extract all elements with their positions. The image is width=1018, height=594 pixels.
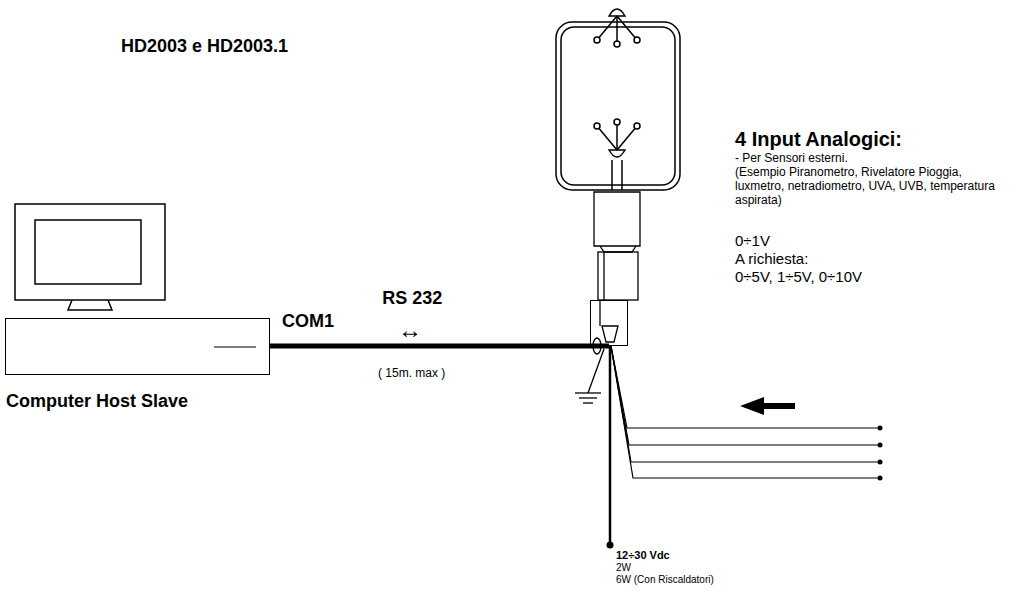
- power-wire-part: [609, 346, 612, 545]
- ground-symbol: [575, 349, 604, 403]
- analog-input-wires-part: [611, 346, 880, 445]
- note-text: (Esempio Piranometro, Rivelatore Pioggia…: [735, 166, 1011, 207]
- cable-gland-part: [602, 326, 618, 342]
- computer-monitor: [15, 204, 165, 310]
- sensor-head: [556, 9, 680, 190]
- section-heading: 4 Input Analogici:: [735, 128, 902, 151]
- interface-name: RS 232: [382, 288, 442, 309]
- sensor-head-part: [616, 122, 618, 150]
- cable-gland-part: [599, 300, 600, 326]
- radiation-shield-part: [603, 252, 604, 300]
- computer-monitor-part: [35, 220, 141, 284]
- sensor-head-part: [597, 16, 617, 40]
- sensor-head-part: [634, 37, 640, 43]
- signal-range: 0÷5V, 1÷5V, 0÷10V: [735, 268, 862, 285]
- sensor-head-part: [617, 126, 637, 150]
- radiation-shield-part: [600, 246, 636, 252]
- radiation-shield: [594, 192, 640, 300]
- analog-input-wires: [611, 346, 880, 478]
- port-name: COM1: [282, 311, 334, 332]
- analog-input-wires-part: [611, 346, 880, 462]
- sensor-head-part: [609, 150, 625, 157]
- sensor-head-part: [556, 22, 680, 190]
- node-title: HD2003 e HD2003.1: [121, 36, 288, 57]
- sensor-head-part: [634, 123, 640, 129]
- signal-range: 0÷1V: [735, 232, 770, 249]
- sensor-housing: HD2003 e HD2003.1: [590, 300, 628, 346]
- sensor-head-part: [594, 123, 600, 129]
- note-text: A richiesta:: [735, 250, 808, 267]
- sensor-head-part: [621, 160, 623, 190]
- power-rating: 6W (Con Riscaldatori): [616, 574, 714, 586]
- wire-terminal: [878, 426, 883, 481]
- drive-slot-part: [214, 346, 256, 347]
- power-rating: 2W: [616, 562, 631, 574]
- computer-case: Computer Host Slave: [5, 318, 270, 375]
- wire-terminal-part: [878, 443, 883, 448]
- power-wire-part: [607, 542, 614, 549]
- sensor-head-part: [614, 119, 620, 125]
- computer-monitor-part: [15, 204, 165, 300]
- wire-terminal-part: [878, 426, 883, 431]
- sensor-head-part: [617, 16, 637, 40]
- radiation-shield-part: [598, 252, 638, 300]
- sensor-head-part: [594, 37, 600, 43]
- drive-slot: [214, 346, 256, 347]
- node-title: Computer Host Slave: [6, 391, 188, 412]
- note-text: - Per Sensori esterni.: [735, 152, 848, 166]
- sensor-head-part: [616, 16, 618, 44]
- length-note: ( 15m. max ): [378, 367, 445, 381]
- cable: [270, 344, 609, 349]
- input-arrow-part: [740, 397, 795, 415]
- power-wire: [607, 346, 614, 549]
- ground-symbol-part: [575, 392, 601, 393]
- wire-terminal-part: [878, 476, 883, 481]
- input-arrow: [740, 397, 795, 415]
- wire-terminal-part: [878, 460, 883, 465]
- supply-voltage: 12÷30 Vdc: [616, 549, 670, 562]
- sensor-head-part: [597, 126, 617, 150]
- sensor-head-part: [609, 9, 625, 16]
- radiation-shield-part: [594, 192, 640, 246]
- sensor-head-part: [611, 160, 613, 190]
- ground-symbol-part: [583, 402, 593, 403]
- direction-symbol: ↔: [398, 316, 422, 344]
- sensor-head-part: [561, 27, 675, 185]
- sensor-head-part: [614, 41, 620, 47]
- analog-input-wires-part: [611, 346, 880, 478]
- ground-symbol-part: [588, 349, 604, 393]
- analog-input-wires-part: [611, 346, 880, 428]
- ground-symbol-part: [579, 397, 597, 398]
- computer-monitor-part: [68, 300, 112, 310]
